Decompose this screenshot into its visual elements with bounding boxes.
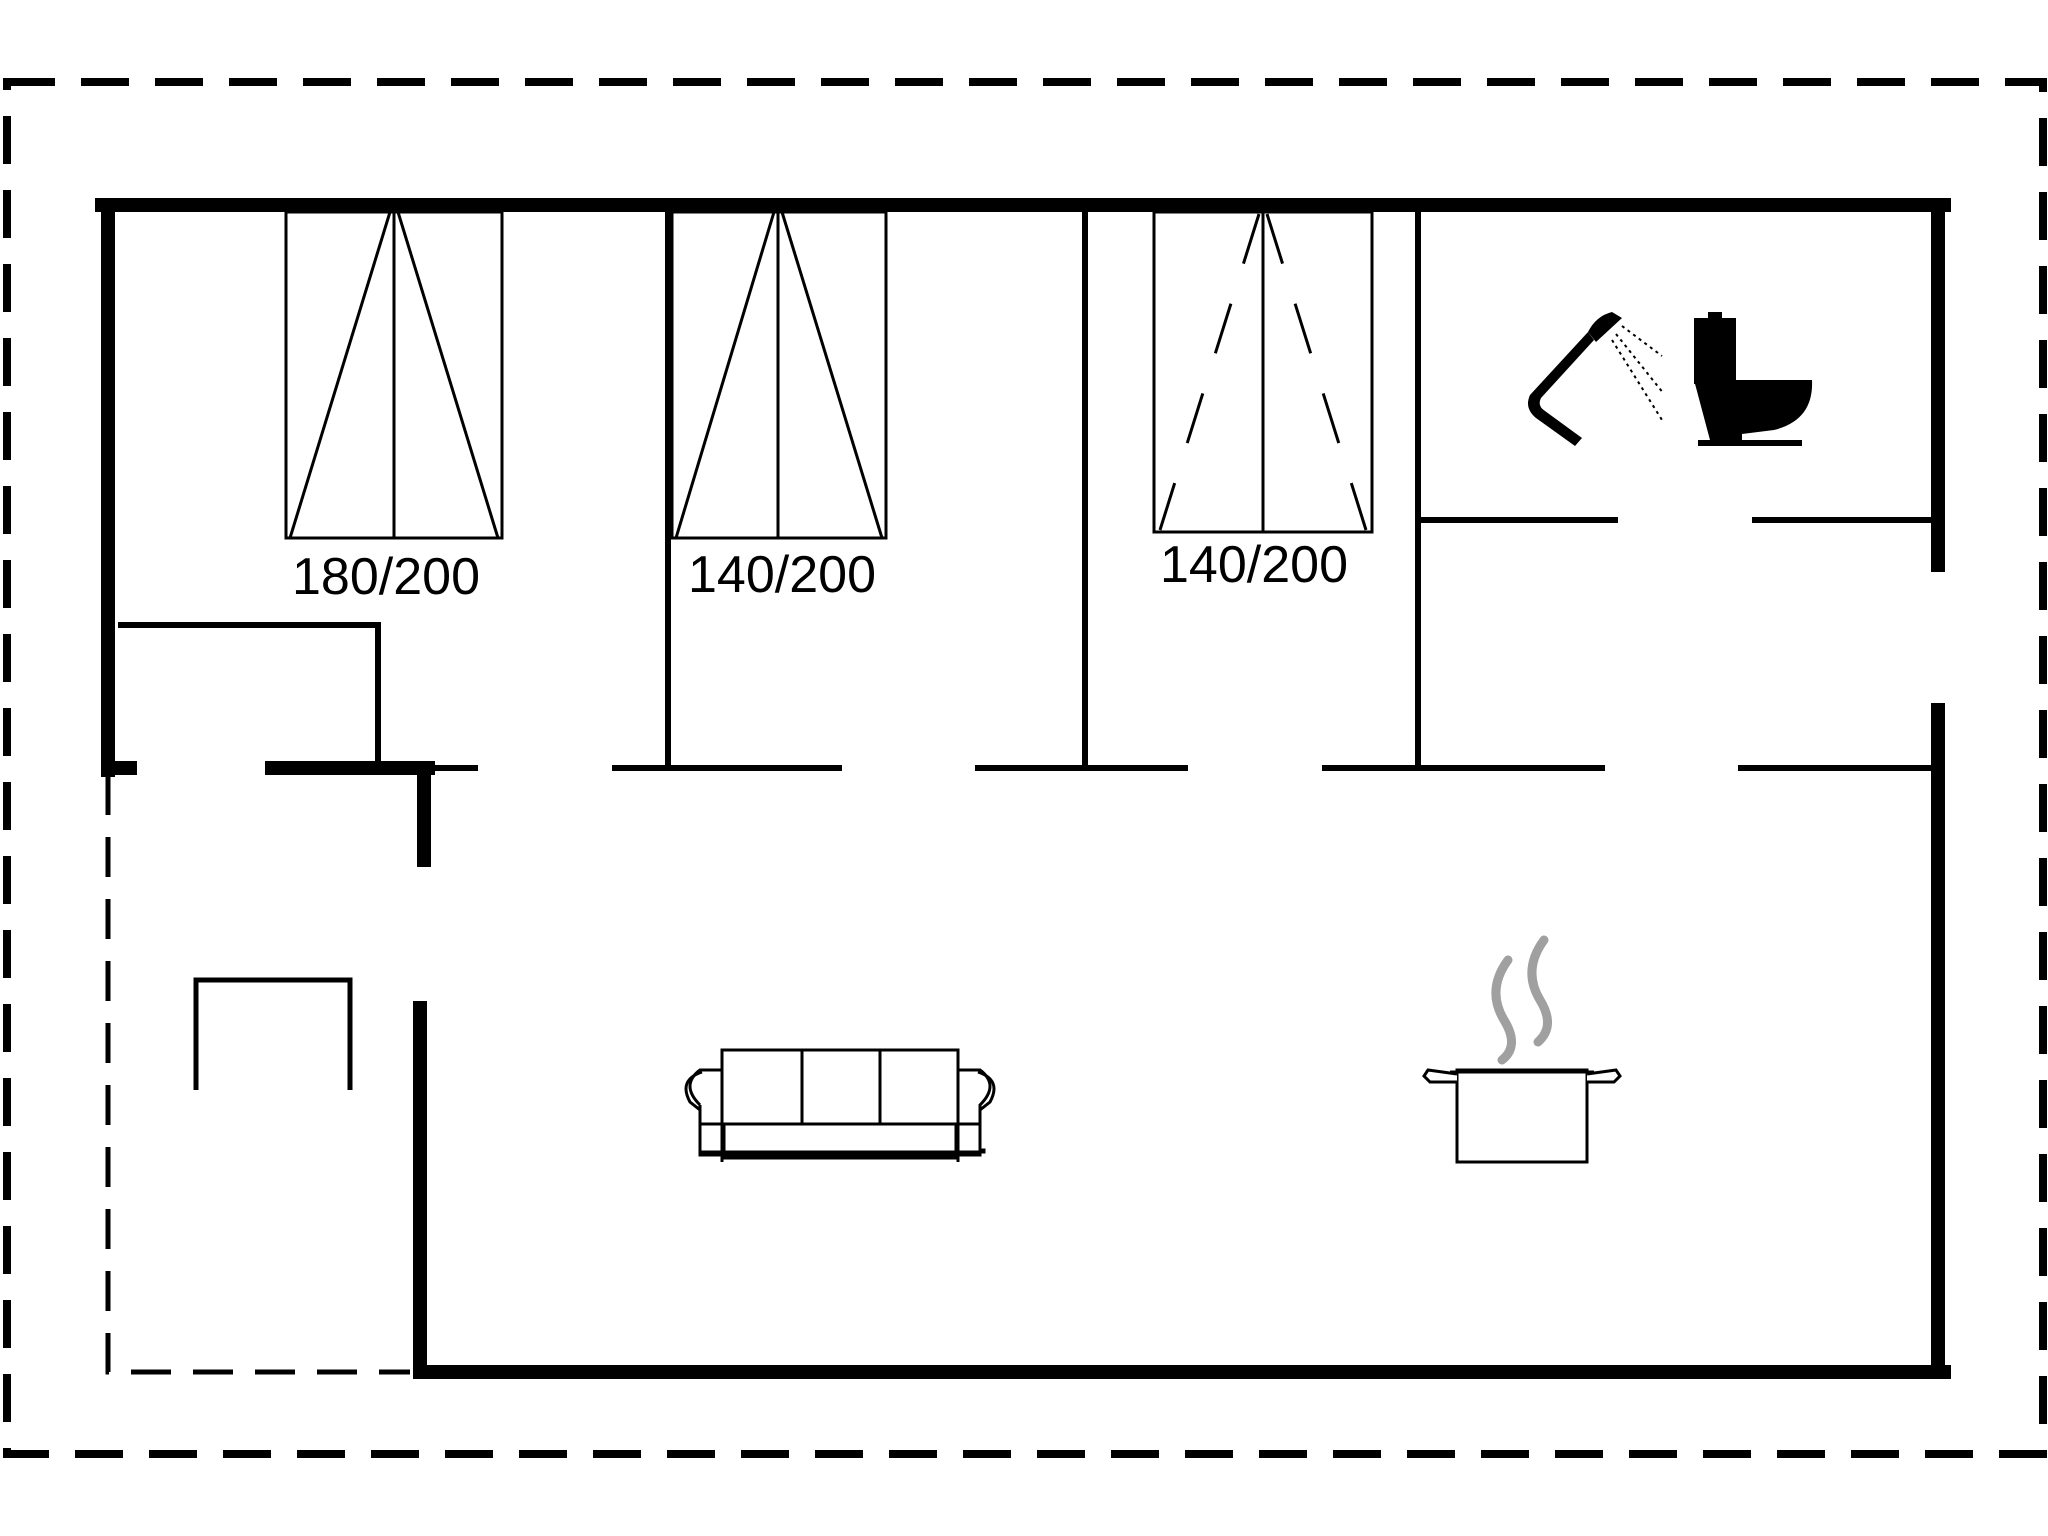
double-bed-1 (284, 210, 504, 540)
bed-label-1: 180/200 (292, 548, 480, 606)
sofa-icon (684, 1048, 996, 1162)
bed-label-3: 140/200 (1160, 536, 1348, 594)
cooking-pot-icon (1422, 935, 1622, 1164)
bed-label-2: 140/200 (688, 546, 876, 604)
double-bed-3 (1152, 210, 1374, 534)
interior-walls (118, 210, 1934, 771)
exterior-walls (95, 198, 1951, 1379)
shower-icon (1528, 312, 1665, 446)
storage-outline (193, 977, 353, 1090)
entry-area-dashed (105, 775, 410, 1375)
double-bed-2 (670, 210, 888, 540)
toilet-icon (1694, 312, 1813, 446)
